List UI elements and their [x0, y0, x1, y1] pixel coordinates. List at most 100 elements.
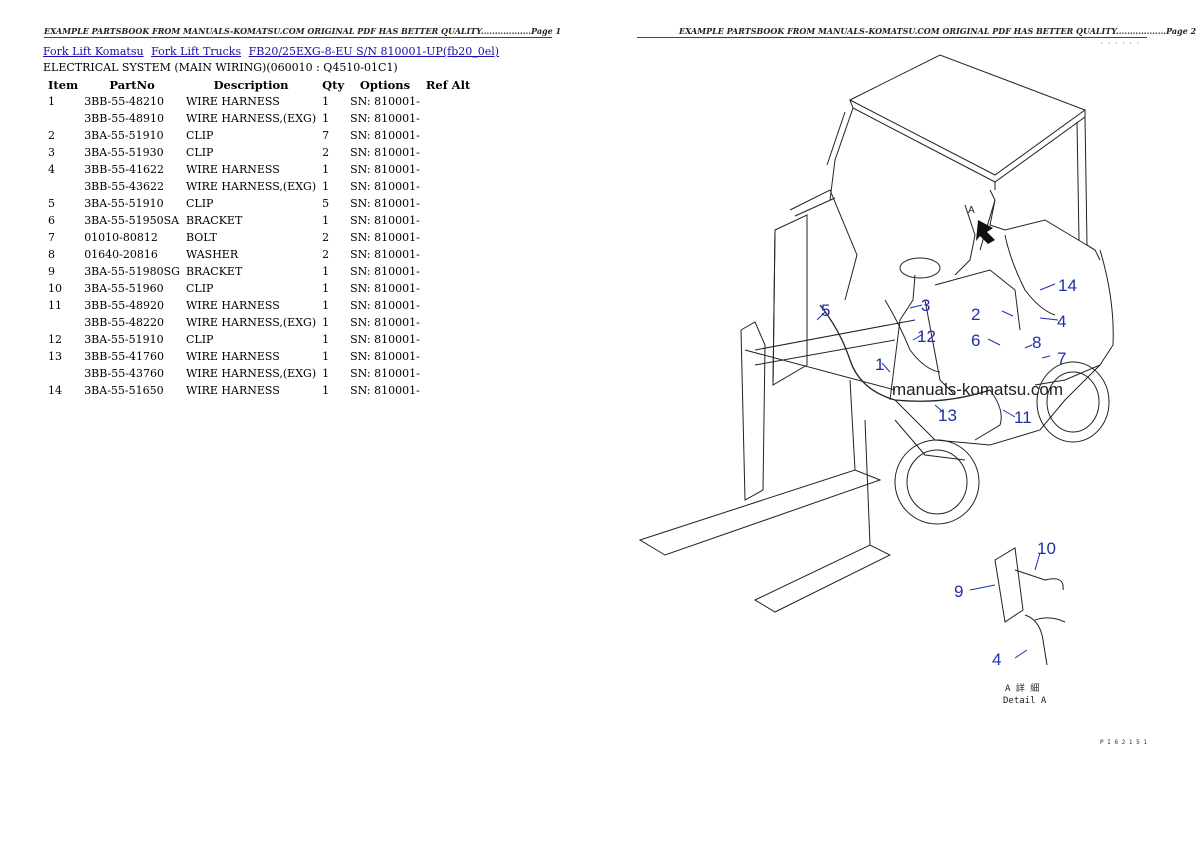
item-number: 13	[48, 350, 62, 363]
rear-wheel	[1036, 361, 1110, 443]
part-number: 3BA-55-51980SG	[84, 265, 180, 278]
item-number	[45, 314, 81, 331]
ref-alt	[423, 195, 473, 212]
parts-table: Item PartNo Description Qty Options Ref …	[45, 77, 473, 399]
rear-post	[1084, 116, 1101, 261]
part-number: 3BA-55-51960	[84, 282, 164, 295]
part-qty: 1	[322, 163, 330, 176]
table-row: 3BB-55-43760 WIRE HARNESS,(EXG) 1 SN: 81000…	[45, 365, 473, 382]
watermark: manuals-komatsu.com	[892, 380, 1063, 399]
part-options: SN: 810001-	[350, 214, 420, 227]
part-qty: 5	[322, 197, 330, 210]
part-description: WIRE HARNESS	[185, 384, 280, 397]
fork	[638, 469, 882, 556]
part-options: SN: 810001-	[350, 197, 420, 210]
detail-a-bracket	[994, 547, 1024, 623]
col-header-description: Description	[213, 78, 289, 92]
part-options: SN: 810001-	[350, 299, 420, 312]
part-qty: 1	[322, 112, 330, 125]
part-description: CLIP	[185, 146, 214, 159]
part-qty: 1	[322, 367, 330, 380]
fork	[753, 544, 892, 613]
part-description: CLIP	[185, 282, 214, 295]
part-number: 3BB-55-43760	[84, 367, 164, 380]
part-options: SN: 810001-	[350, 146, 420, 159]
part-description: WIRE HARNESS	[185, 95, 280, 108]
part-qty: 1	[322, 180, 330, 193]
part-number: 3BB-55-41760	[84, 350, 164, 363]
part-description: BOLT	[185, 231, 218, 244]
part-qty: 1	[322, 350, 330, 363]
breadcrumb-link-category[interactable]: Fork Lift Trucks	[151, 45, 242, 58]
callout-4: 4	[1057, 312, 1066, 331]
part-number: 3BA-55-51950SA	[84, 214, 180, 227]
view-arrow	[976, 220, 995, 244]
ref-alt	[423, 110, 473, 127]
forklift-wiring-diagram: A 5 3 12 1 2 6 8 7	[638, 54, 1114, 706]
part-qty: 1	[322, 282, 330, 295]
part-qty: 2	[322, 248, 330, 261]
item-number: 14	[48, 384, 62, 397]
part-options: SN: 810001-	[350, 112, 420, 125]
part-description: BRACKET	[185, 214, 243, 227]
breadcrumb: Fork Lift Komatsu Fork Lift Trucks FB20/…	[43, 45, 503, 58]
table-header-row: Item PartNo Description Qty Options Ref …	[45, 77, 473, 93]
part-options: SN: 810001-	[350, 180, 420, 193]
steering-wheel	[899, 257, 941, 279]
breadcrumb-link-brand[interactable]: Fork Lift Komatsu	[43, 45, 144, 58]
item-number: 3	[48, 146, 55, 159]
part-number: 3BA-55-51650	[84, 384, 164, 397]
ref-alt	[423, 365, 473, 382]
part-options: SN: 810001-	[350, 316, 420, 329]
col-header-options: Options	[359, 78, 411, 92]
callout-12: 12	[917, 327, 936, 346]
callout-5: 5	[821, 301, 830, 320]
callout-1: 1	[875, 355, 884, 374]
part-number: 3BB-55-43622	[84, 180, 164, 193]
part-options: SN: 810001-	[350, 163, 420, 176]
header-divider	[44, 37, 552, 38]
part-options: SN: 810001-	[350, 367, 420, 380]
item-number: 5	[48, 197, 55, 210]
item-number: 2	[48, 129, 55, 142]
part-qty: 1	[322, 333, 330, 346]
ref-alt	[423, 280, 473, 297]
part-options: SN: 810001-	[350, 265, 420, 278]
callout-7: 7	[1057, 349, 1066, 368]
part-qty: 1	[322, 316, 330, 329]
part-qty: 7	[322, 129, 330, 142]
part-description: WIRE HARNESS,(EXG)	[185, 367, 317, 380]
item-number	[45, 178, 81, 195]
callout-8: 8	[1032, 333, 1041, 352]
part-number: 3BA-55-51930	[84, 146, 164, 159]
part-description: WASHER	[185, 248, 239, 261]
part-qty: 1	[322, 95, 330, 108]
col-header-item: Item	[48, 78, 79, 92]
part-description: WIRE HARNESS,(EXG)	[185, 112, 317, 125]
part-qty: 2	[322, 231, 330, 244]
chassis	[894, 364, 1101, 446]
ref-alt	[423, 297, 473, 314]
callout-4-detail: 4	[992, 650, 1001, 669]
item-number: 11	[48, 299, 62, 312]
item-number: 7	[48, 231, 55, 244]
breadcrumb-link-model[interactable]: FB20/25EXG-8-EU S/N 810001-UP(fb20_0el)	[248, 45, 500, 58]
part-options: SN: 810001-	[350, 95, 420, 108]
part-number: 01010-80812	[84, 231, 158, 244]
item-number	[45, 365, 81, 382]
item-number: 12	[48, 333, 62, 346]
item-number: 1	[48, 95, 55, 108]
ref-alt	[423, 229, 473, 246]
callout-14: 14	[1058, 276, 1077, 295]
ref-alt	[423, 382, 473, 399]
part-qty: 1	[322, 299, 330, 312]
ref-alt	[423, 161, 473, 178]
ref-alt	[423, 93, 473, 110]
